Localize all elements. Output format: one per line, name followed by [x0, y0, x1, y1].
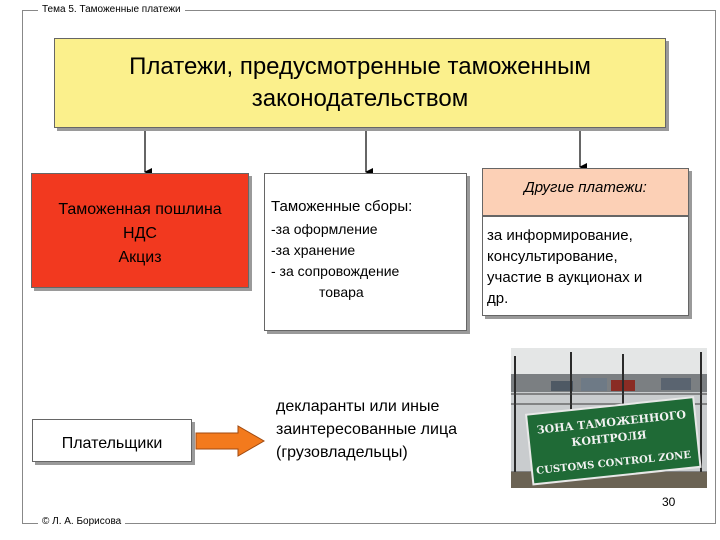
fees-item: - за сопровождение — [271, 263, 400, 279]
fees-item: товара — [319, 284, 364, 300]
other-item: др. — [487, 290, 509, 307]
customs-fees-box: Таможенные сборы: -за оформление -за хра… — [264, 173, 467, 331]
main-title-line1: Платежи, предусмотренные таможенным — [129, 53, 591, 80]
slide-header: Тема 5. Таможенные платежи — [38, 4, 185, 15]
main-title-box: Платежи, предусмотренные таможенным зако… — [54, 38, 666, 128]
main-title-line2: законодательством — [251, 85, 469, 112]
declarants-text: декларанты или иные заинтересованные лиц… — [276, 395, 516, 464]
payers-arrow — [195, 425, 266, 457]
duties-box: Таможенная пошлина НДС Акциз — [31, 173, 249, 288]
other-item: за информирование, — [487, 227, 633, 244]
duties-item: НДС — [123, 225, 157, 242]
customs-zone-photo: ЗОНА ТАМОЖЕННОГО КОНТРОЛЯ CUSTOMS CONTRO… — [511, 348, 707, 488]
declarants-line: заинтересованные лица — [276, 421, 457, 438]
other-payments-title: Другие платежи: — [524, 179, 647, 196]
other-payments-title-box: Другие платежи: — [482, 168, 689, 216]
declarants-line: (грузовладельцы) — [276, 444, 408, 461]
slide-footer: © Л. А. Борисова — [38, 516, 126, 527]
fees-item: -за оформление — [271, 221, 378, 237]
payers-box: Плательщики — [32, 419, 192, 462]
slide-frame — [22, 10, 716, 524]
customs-sign: ЗОНА ТАМОЖЕННОГО КОНТРОЛЯ CUSTOMS CONTRO… — [525, 396, 702, 486]
other-item: консультирование, — [487, 248, 618, 265]
duties-item: Таможенная пошлина — [58, 201, 222, 218]
page-number: 30 — [662, 495, 676, 509]
other-item: участие в аукционах и — [487, 269, 643, 286]
other-payments-box: за информирование, консультирование, уча… — [482, 216, 689, 316]
fees-title: Таможенные сборы: — [271, 198, 413, 215]
duties-item: Акциз — [118, 249, 162, 266]
payers-label: Плательщики — [61, 434, 163, 452]
fees-item: -за хранение — [271, 242, 356, 258]
declarants-line: декларанты или иные — [276, 398, 440, 415]
